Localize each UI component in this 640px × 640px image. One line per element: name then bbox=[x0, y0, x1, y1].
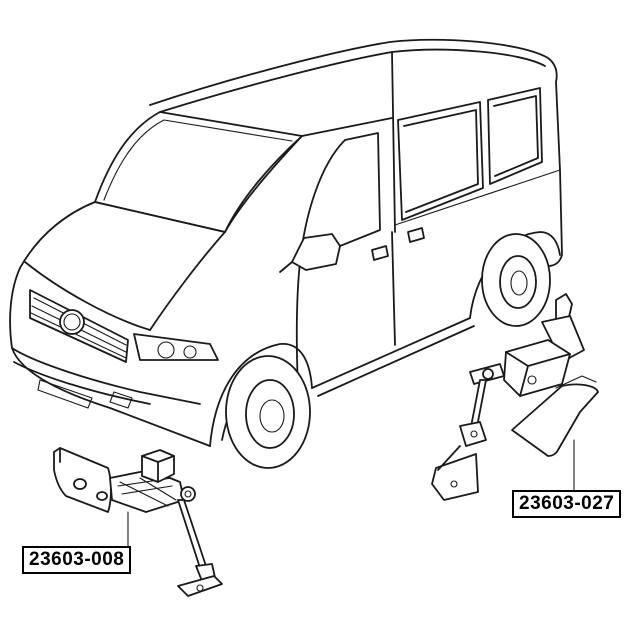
van-illustration bbox=[9, 38, 563, 469]
part-number-label-front: 23603-008 bbox=[22, 546, 132, 574]
sensor-front-icon bbox=[53, 447, 223, 597]
sensor-rear-icon bbox=[431, 293, 599, 501]
part-number-label-rear: 23603-027 bbox=[512, 490, 622, 518]
